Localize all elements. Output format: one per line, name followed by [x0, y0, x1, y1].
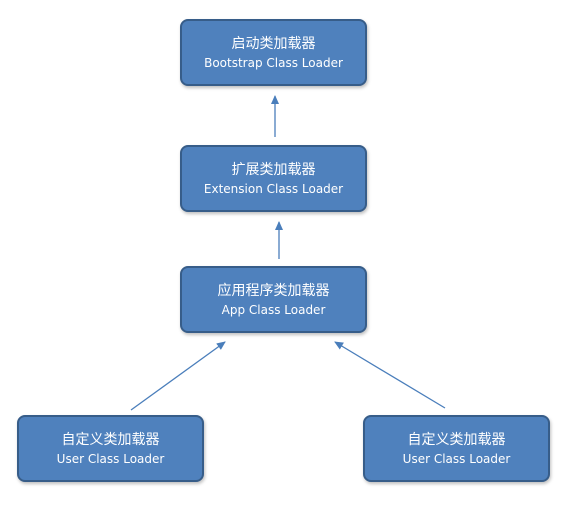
extension-class-loader-node: 扩展类加载器 Extension Class Loader [180, 145, 367, 212]
arrow-user-left-to-app [130, 341, 226, 411]
user-class-loader-right-node: 自定义类加载器 User Class Loader [363, 415, 550, 482]
user-class-loader-right-en-label: User Class Loader [402, 451, 511, 466]
extension-class-loader-en-label: Extension Class Loader [203, 181, 344, 196]
bootstrap-class-loader-zh-label: 启动类加载器 [231, 35, 316, 52]
arrow-user-right-to-app [334, 341, 446, 409]
user-class-loader-left-en-label: User Class Loader [56, 451, 165, 466]
extension-class-loader-zh-label: 扩展类加载器 [231, 161, 316, 178]
bootstrap-class-loader-node: 启动类加载器 Bootstrap Class Loader [180, 19, 367, 86]
app-class-loader-zh-label: 应用程序类加载器 [217, 282, 330, 299]
app-class-loader-en-label: App Class Loader [221, 302, 326, 317]
user-class-loader-right-zh-label: 自定义类加载器 [407, 431, 506, 448]
bootstrap-class-loader-en-label: Bootstrap Class Loader [204, 55, 343, 70]
user-class-loader-left-zh-label: 自定义类加载器 [61, 431, 160, 448]
user-class-loader-left-node: 自定义类加载器 User Class Loader [17, 415, 204, 482]
app-class-loader-node: 应用程序类加载器 App Class Loader [180, 266, 367, 333]
